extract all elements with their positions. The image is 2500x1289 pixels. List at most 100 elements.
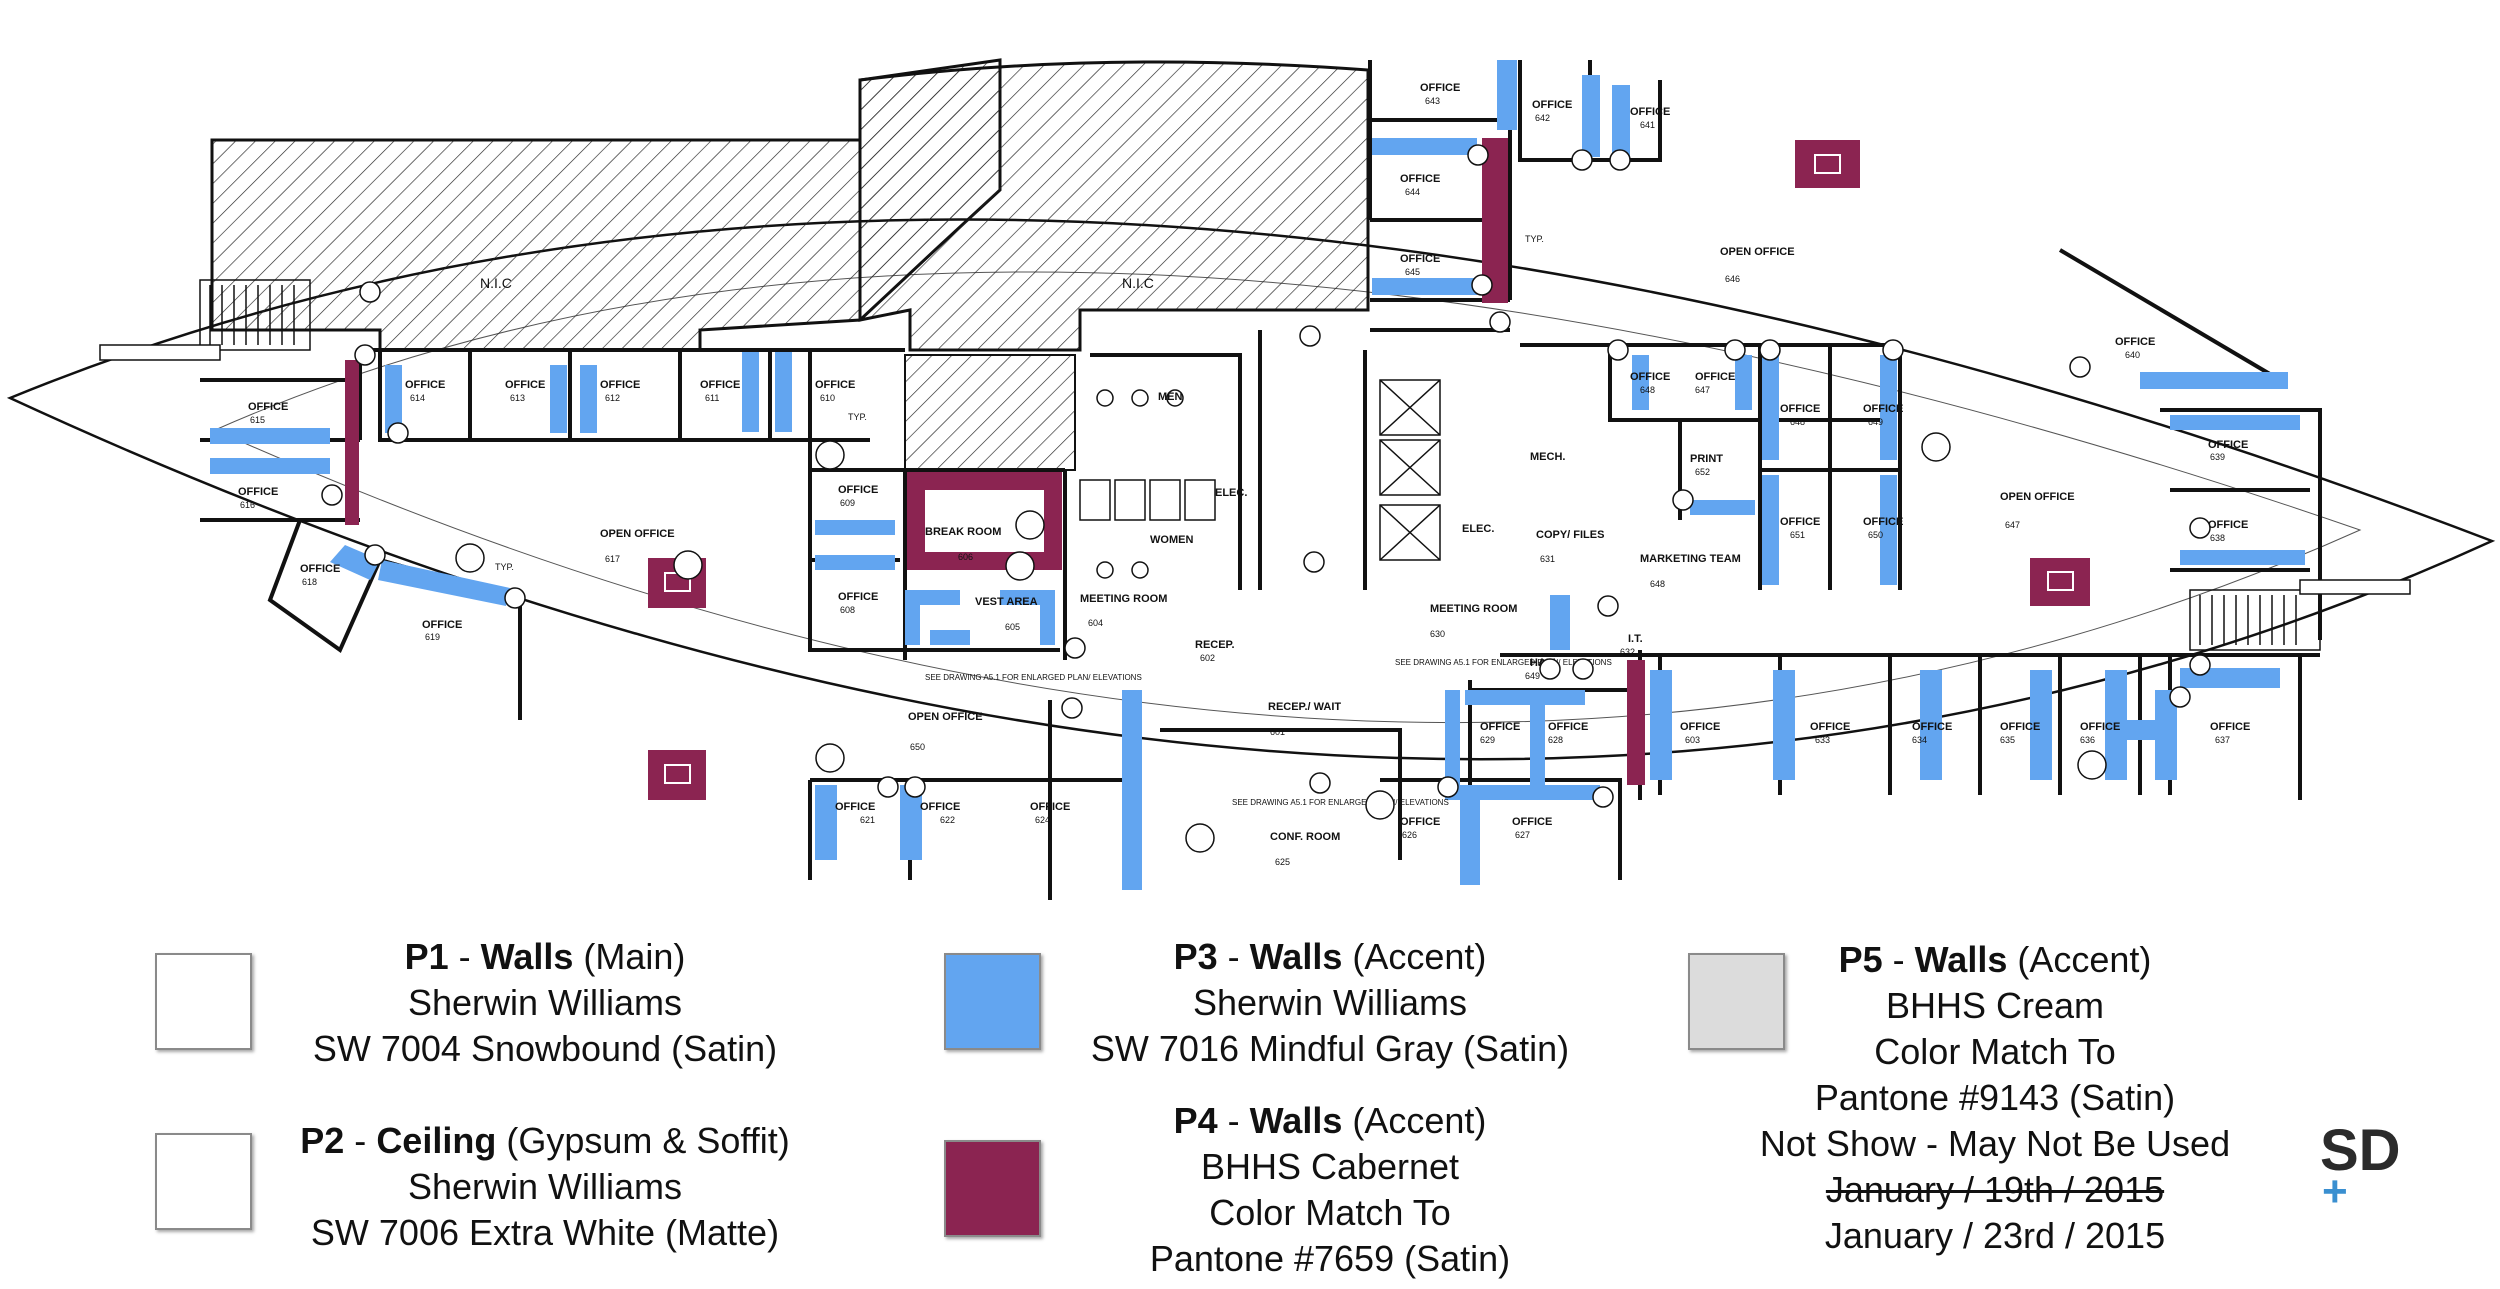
- room-label: PRINT: [1690, 453, 1723, 465]
- stairs-left: [99, 279, 311, 361]
- room-label: OFFICE: [838, 484, 878, 496]
- revision-date-old: January / 19th / 2015: [1825, 1169, 2165, 1210]
- room-label: OFFICE: [1630, 371, 1670, 383]
- room-label: OFFICE: [815, 379, 855, 391]
- room-label: OFFICE: [238, 486, 278, 498]
- swatch-p5: [1688, 953, 1785, 1050]
- legend-p5: P5 - Walls (Accent) BHHS Cream Color Mat…: [1735, 937, 2255, 1259]
- room-label: OFFICE: [700, 379, 740, 391]
- room-number: 632: [1620, 647, 1635, 657]
- room-label: OPEN OFFICE: [2000, 491, 2075, 503]
- room-number: 611: [705, 393, 719, 403]
- room-label: OFFICE: [2210, 721, 2250, 733]
- elevator-shafts: [1379, 379, 1441, 561]
- room-label: MEETING ROOM: [1430, 603, 1517, 615]
- drawing-notes: SEE DRAWING A5.1 FOR ENLARGED PLAN/ ELEV…: [495, 234, 1612, 807]
- room-label: MEN: [1158, 391, 1183, 403]
- swatch-p4: [944, 1140, 1041, 1237]
- room-label: OPEN OFFICE: [600, 528, 675, 540]
- room-label: OFFICE: [1532, 99, 1572, 111]
- legend-p2: P2 - Ceiling (Gypsum & Soffit) Sherwin W…: [300, 1120, 790, 1253]
- revision-date-new: January / 23rd / 2015: [1824, 1215, 2166, 1256]
- room-number: 642: [1535, 113, 1550, 123]
- room-number: 650: [1868, 530, 1883, 540]
- room-number: 618: [302, 577, 317, 587]
- room-label: OFFICE: [600, 379, 640, 391]
- room-label: CONF. ROOM: [1270, 831, 1340, 843]
- room-label: WOMEN: [1150, 534, 1193, 546]
- swatch-p3: [944, 953, 1041, 1050]
- room-number: 652: [1695, 467, 1710, 477]
- nic-label-right: N.I.C: [1122, 275, 1154, 291]
- room-number: 619: [425, 632, 440, 642]
- note: SEE DRAWING A5.1 FOR ENLARGED PLAN/ ELEV…: [1232, 798, 1449, 807]
- room-number: 616: [240, 500, 255, 510]
- room-label: VEST AREA: [975, 596, 1038, 608]
- room-label: RECEP.: [1195, 639, 1235, 651]
- room-label: OFFICE: [838, 591, 878, 603]
- room-number: 602: [1200, 653, 1215, 663]
- room-label: BREAK ROOM: [925, 526, 1001, 538]
- room-label: OFFICE: [1512, 816, 1552, 828]
- room-number: 636: [2080, 735, 2095, 745]
- logo-s: SD: [2320, 1118, 2401, 1183]
- room-label: OFFICE: [835, 801, 875, 813]
- room-number: 621: [860, 815, 875, 825]
- room-number: 608: [840, 605, 855, 615]
- room-number: 649: [1525, 671, 1540, 681]
- room-number: 647: [2005, 520, 2020, 530]
- room-label: MARKETING TEAM: [1640, 553, 1741, 565]
- p4-accent-elements: [345, 138, 2090, 800]
- room-number: 650: [910, 742, 925, 752]
- room-number: 628: [1548, 735, 1563, 745]
- room-label: OFFICE: [505, 379, 545, 391]
- room-label: OFFICE: [1780, 403, 1820, 415]
- room-number: 647: [1695, 385, 1710, 395]
- room-number: 648: [1790, 417, 1805, 427]
- room-label: ELEC.: [1462, 523, 1494, 535]
- room-label: OFFICE: [1863, 516, 1903, 528]
- p3-accent-walls: [210, 60, 2305, 890]
- room-label: OPEN OFFICE: [908, 711, 983, 723]
- room-number: 645: [1405, 267, 1420, 277]
- room-label: OFFICE: [2115, 336, 2155, 348]
- callout-circles: [321, 144, 2211, 853]
- nic-area-right: [858, 60, 1370, 352]
- room-number: 630: [1430, 629, 1445, 639]
- room-label: OFFICE: [422, 619, 462, 631]
- room-number: 641: [1640, 120, 1655, 130]
- room-label: OFFICE: [1400, 253, 1440, 265]
- room-label: OFFICE: [248, 401, 288, 413]
- room-label: OFFICE: [1695, 371, 1735, 383]
- room-number: 622: [940, 815, 955, 825]
- note: SEE DRAWING A5.1 FOR ENLARGED PLAN/ ELEV…: [1395, 658, 1612, 667]
- room-number: 604: [1088, 618, 1103, 628]
- room-label: OPEN OFFICE: [1720, 246, 1795, 258]
- room-label: OFFICE: [1480, 721, 1520, 733]
- room-label: OFFICE: [1780, 516, 1820, 528]
- room-label: OFFICE: [2208, 439, 2248, 451]
- floor-plan: N.I.C N.I.C: [6, 58, 2496, 900]
- room-number: 624: [1035, 815, 1050, 825]
- room-number: 615: [250, 415, 265, 425]
- company-logo: SD +: [2320, 1118, 2401, 1208]
- logo-plus: +: [2322, 1167, 2348, 1208]
- room-label: MECH.: [1530, 451, 1565, 463]
- room-number: 626: [1402, 830, 1417, 840]
- room-label: OFFICE: [405, 379, 445, 391]
- room-number: 613: [510, 393, 525, 403]
- room-label: OFFICE: [2000, 721, 2040, 733]
- room-number: 643: [1425, 96, 1440, 106]
- room-number: 631: [1540, 554, 1555, 564]
- legend-code: P1: [404, 936, 449, 977]
- room-number: 610: [820, 393, 835, 403]
- room-label: OFFICE: [1630, 106, 1670, 118]
- room-number: 648: [1640, 385, 1655, 395]
- room-label: OFFICE: [1912, 721, 1952, 733]
- column-marks: [664, 154, 2074, 784]
- room-number: 637: [2215, 735, 2230, 745]
- restroom-fixtures: [1079, 389, 1216, 579]
- room-label: OFFICE: [1400, 173, 1440, 185]
- room-number: 606: [958, 552, 973, 562]
- room-number: 603: [1685, 735, 1700, 745]
